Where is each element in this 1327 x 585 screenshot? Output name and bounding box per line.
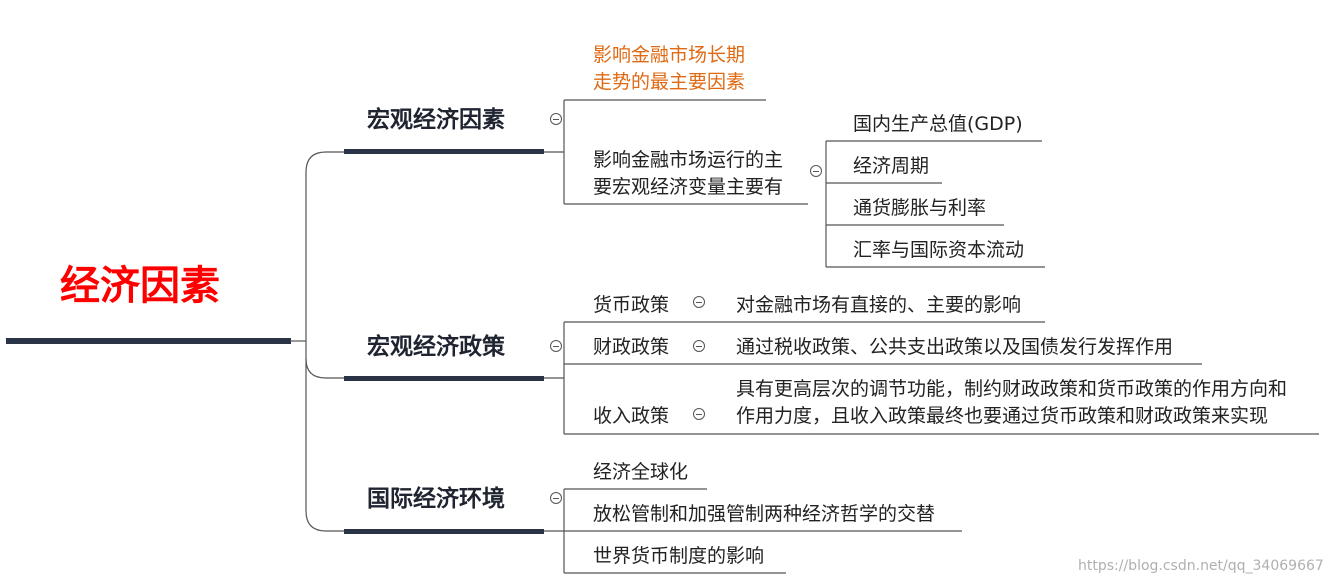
collapse-icon[interactable]: [693, 296, 705, 308]
variables-line-1[interactable]: 影响金融市场运行的主: [593, 149, 784, 171]
variable-exchange[interactable]: 汇率与国际资本流动: [853, 239, 1025, 261]
category-3-underline: [344, 529, 544, 534]
variables-line-2[interactable]: 要宏观经济变量主要有: [593, 176, 784, 198]
long-term-line-2[interactable]: 走势的最主要因素: [593, 71, 746, 93]
policy-income[interactable]: 收入政策: [593, 405, 670, 427]
policy-monetary[interactable]: 货币政策: [593, 294, 670, 316]
policy-fiscal-detail[interactable]: 通过税收政策、公共支出政策以及国债发行发挥作用: [736, 336, 1174, 358]
category-trunk: [305, 151, 327, 532]
category-international[interactable]: 国际经济环境: [367, 486, 505, 512]
policy-income-detail-1[interactable]: 具有更高层次的调节功能，制约财政政策和货币政策的作用方向和: [736, 378, 1288, 400]
collapse-icon[interactable]: [550, 113, 562, 125]
international-regulation[interactable]: 放松管制和加强管制两种经济哲学的交替: [593, 503, 936, 525]
policy-income-detail-2[interactable]: 作用力度，且收入政策最终也要通过货币政策和财政政策来实现: [736, 405, 1269, 427]
international-globalization[interactable]: 经济全球化: [593, 461, 689, 483]
long-term-line-1[interactable]: 影响金融市场长期: [593, 44, 746, 66]
collapse-icon[interactable]: [810, 165, 822, 177]
category-macro-policy[interactable]: 宏观经济政策: [367, 334, 505, 360]
category-1-underline: [344, 149, 544, 154]
collapse-icon[interactable]: [550, 340, 562, 352]
policy-monetary-detail[interactable]: 对金融市场有直接的、主要的影响: [736, 294, 1022, 316]
collapse-icon[interactable]: [550, 492, 562, 504]
policy-trunk: [544, 322, 565, 434]
category-2-underline: [344, 376, 544, 381]
variable-gdp[interactable]: 国内生产总值(GDP): [853, 113, 1023, 135]
watermark: https://blog.csdn.net/qq_34069667: [1078, 558, 1324, 574]
root-underline: [6, 338, 291, 344]
collapse-icon[interactable]: [693, 340, 705, 352]
collapse-icon[interactable]: [693, 408, 705, 420]
category-macro-factors[interactable]: 宏观经济因素: [367, 107, 505, 133]
root-topic[interactable]: 经济因素: [60, 263, 220, 309]
variable-inflation[interactable]: 通货膨胀与利率: [853, 197, 987, 219]
category-2-connector: [305, 358, 346, 379]
macro-trunk: [544, 100, 565, 204]
international-currency-system[interactable]: 世界货币制度的影响: [593, 545, 765, 567]
variable-cycle[interactable]: 经济周期: [853, 155, 930, 177]
policy-fiscal[interactable]: 财政政策: [593, 336, 670, 358]
